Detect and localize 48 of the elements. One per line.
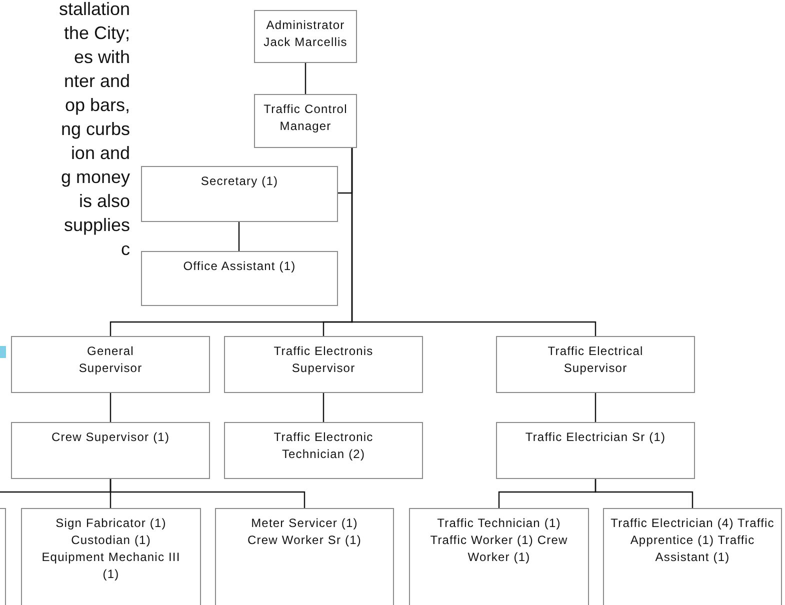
- connector-line: [110, 479, 306, 508]
- paragraph-text: is also: [78, 190, 130, 212]
- position-box: [224, 422, 423, 479]
- connector-line: [110, 393, 112, 422]
- position-box: [21, 508, 201, 605]
- position-title: Meter Servicer (1) Crew Worker Sr (1): [246, 515, 362, 549]
- position-title: Crew Supervisor (1): [50, 429, 171, 446]
- position-title: Traffic Electrician (4) Traffic Apprentice (1) Traffic Assistant (1): [610, 515, 776, 566]
- position-title: Administrator Jack Marcellis: [262, 17, 348, 51]
- position-box: [254, 10, 357, 63]
- position-title: Traffic Electrician Sr (1): [524, 429, 667, 446]
- paragraph-text: ng curbs: [60, 118, 130, 140]
- connector-line: [304, 63, 306, 94]
- position-title: Traffic Technician (1) Traffic Worker (1) Crew Worker (1): [429, 515, 569, 566]
- paragraph-text: ion and: [70, 142, 130, 164]
- position-box: [141, 166, 338, 222]
- connector-line: [594, 479, 694, 508]
- paragraph-text: op bars,: [64, 94, 130, 116]
- position-title: Traffic Electronis Supervisor: [272, 343, 374, 377]
- position-box: [11, 336, 210, 393]
- position-box: [141, 251, 338, 306]
- paragraph-text: nter and: [64, 70, 130, 92]
- connector-line: [351, 148, 596, 336]
- connector-line: [238, 222, 240, 251]
- paragraph-text: the City;: [64, 22, 130, 44]
- paragraph-text: supplies: [64, 214, 130, 236]
- position-box: [409, 508, 589, 605]
- position-box: [224, 336, 423, 393]
- paragraph-text: g money: [60, 166, 130, 188]
- position-title: Traffic Control Manager: [262, 101, 348, 135]
- position-title: Office Assistant (1): [182, 258, 297, 275]
- paragraph-text: c: [121, 238, 130, 260]
- position-title: Secretary (1): [200, 173, 280, 190]
- position-box: [254, 94, 357, 148]
- paragraph-text: es with: [74, 46, 130, 68]
- org-box: [0, 508, 6, 605]
- position-box: [215, 508, 394, 605]
- position-box: [496, 336, 695, 393]
- position-box: [496, 422, 695, 479]
- position-title: Sign Fabricator (1) Custodian (1) Equipment Mechanic III (1): [40, 515, 182, 583]
- paragraph-text: stallation: [58, 0, 130, 20]
- connector-line: [322, 393, 324, 422]
- position-box: [603, 508, 782, 605]
- position-box: [11, 422, 210, 479]
- position-title: General Supervisor: [78, 343, 144, 377]
- position-title: Traffic Electrical Supervisor: [546, 343, 644, 377]
- connector-line: [594, 393, 596, 422]
- position-title: Traffic Electronic Technician (2): [272, 429, 374, 463]
